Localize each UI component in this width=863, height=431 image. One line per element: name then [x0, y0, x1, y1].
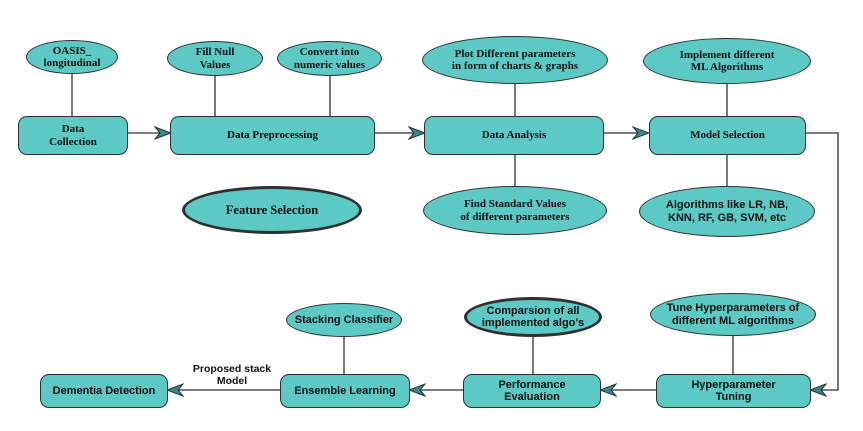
model-selection-node: Model Selection	[649, 116, 806, 155]
arrow-model-hyper	[806, 132, 839, 390]
hyperparameter-tuning-node: Hyperparameter Tuning	[656, 374, 811, 408]
convert-numeric-node: Convert into numeric values	[277, 41, 382, 76]
ensemble-learning-node: Ensemble Learning	[280, 374, 410, 408]
feature-selection-node: Feature Selection	[182, 186, 362, 234]
oasis-label: OASIS_ longitudinal	[43, 44, 101, 69]
tune-hyperparameters-node: Tune Hyperparameters of different ML alg…	[650, 293, 816, 336]
oasis-longitudinal-node: OASIS_ longitudinal	[26, 40, 118, 74]
data-preprocessing-label: Data Preprocessing	[227, 129, 318, 142]
proposed-stack-model-label: Proposed stack Model	[192, 363, 272, 388]
implement-ml-node: Implement different ML Algorithms	[643, 38, 811, 84]
implement-ml-label: Implement different ML Algorithms	[679, 48, 775, 73]
stacking-classifier-node: Stacking Classifier	[286, 303, 402, 337]
stacking-classifier-label: Stacking Classifier	[294, 313, 394, 326]
data-analysis-label: Data Analysis	[481, 129, 547, 142]
hyperparameter-tuning-label: Hyperparameter Tuning	[691, 378, 776, 403]
convert-numeric-label: Convert into numeric values	[293, 46, 366, 71]
tune-hyperparameters-label: Tune Hyperparameters of different ML alg…	[666, 302, 800, 327]
performance-evaluation-label: Performance Evaluation	[498, 378, 566, 403]
model-selection-label: Model Selection	[690, 129, 765, 142]
fill-null-label: Fill Null Values	[195, 46, 235, 71]
algorithms-like-label: Algorithms like LR, NB, KNN, RF, GB, SVM…	[665, 199, 789, 224]
plot-parameters-label: Plot Different parameters in form of cha…	[451, 47, 579, 72]
fill-null-values-node: Fill Null Values	[167, 41, 263, 76]
data-preprocessing-node: Data Preprocessing	[170, 116, 375, 155]
comparison-label: Comparsion of all implemented algo's	[481, 304, 585, 329]
feature-selection-label: Feature Selection	[225, 203, 319, 217]
ensemble-learning-label: Ensemble Learning	[294, 384, 396, 397]
data-collection-label: Data Collection	[49, 123, 97, 148]
find-standard-values-node: Find Standard Values of different parame…	[423, 186, 607, 235]
plot-parameters-node: Plot Different parameters in form of cha…	[422, 36, 608, 84]
dementia-detection-label: Dementia Detection	[52, 384, 156, 397]
performance-evaluation-node: Performance Evaluation	[463, 374, 601, 408]
algorithms-like-node: Algorithms like LR, NB, KNN, RF, GB, SVM…	[639, 186, 815, 237]
data-collection-node: Data Collection	[18, 116, 128, 155]
find-standard-values-label: Find Standard Values of different parame…	[460, 198, 570, 223]
dementia-detection-node: Dementia Detection	[40, 374, 168, 408]
data-analysis-node: Data Analysis	[424, 116, 604, 155]
comparison-node: Comparsion of all implemented algo's	[464, 297, 602, 337]
